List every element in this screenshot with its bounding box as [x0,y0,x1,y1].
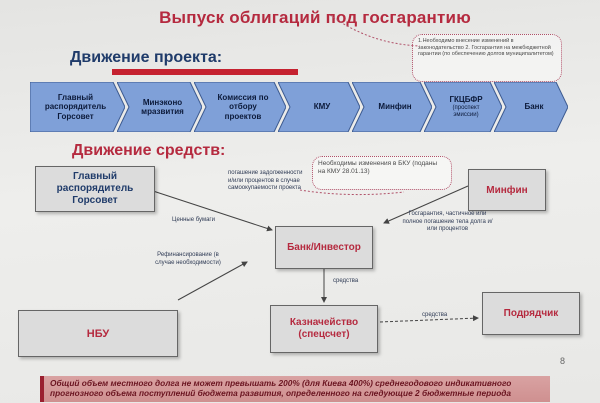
step-mineconomy: Минэконо мразвития [117,82,202,132]
step-label: ГКЦБФР [449,95,483,105]
step-label: Главный распорядитель Горсовет [44,92,107,121]
arrow-nbu-bank [177,261,248,301]
arrow-minfin-bank [383,185,469,224]
note-funds-2: средства [422,312,448,318]
page-number: 8 [560,356,566,366]
callout-connector [299,189,405,196]
red-accent-bar [112,69,298,75]
box-gorsovet: Главный распорядитель Горсовет [35,166,155,212]
step-label: Минэконо мразвития [141,97,184,117]
project-section-title: Движение проекта: [70,49,223,66]
note-guarantee: Госгарантия, частичное или полное погаше… [402,211,493,232]
note-securities: Ценные бумаги [172,217,215,223]
step-bank: Банк [494,82,568,132]
slide-title: Выпуск облигаций под госгарантию [159,8,471,27]
step-sublabel: (проспект эмиссии) [452,104,480,118]
step-kmu: КМУ [278,82,360,132]
step-minfin: Минфин [352,82,432,132]
box-treasury: Казначейство (спецсчет) [270,305,378,353]
box-contractor: Подрядчик [482,292,580,335]
step-label: Банк [524,102,544,112]
arrow-kazn-podr [379,315,479,323]
step-label: КМУ [313,102,331,112]
box-minfin: Минфин [468,169,546,211]
callout-connector [329,14,421,47]
step-label: Минфин [378,102,412,112]
footer-note: Общий объем местного долга не может прев… [40,376,550,402]
step-gkcbfr: ГКЦБФР (проспект эмиссии) [424,82,502,132]
callout-bku: Необходимы изменения в БКУ (поданы на КМ… [312,156,452,190]
step-label: Комиссия по отбору проектов [217,92,269,121]
arrow-gorsovet-bank [149,189,273,232]
note-funds-1: средства [333,278,359,284]
step-label-group: ГКЦБФР (проспект эмиссии) [424,82,502,132]
step-commission: Комиссия по отбору проектов [194,82,286,132]
note-refinancing: Рефинансирование (в случае необходимости… [155,252,221,266]
funds-section-title: Движение средств: [72,142,226,159]
step-gorsovet: Главный распорядитель Горсовет [30,82,125,132]
box-nbu: НБУ [18,310,178,357]
box-bank-investor: Банк/Инвестор [275,226,373,269]
note-repayment: погашение задолженности и/или процентов … [228,170,303,191]
